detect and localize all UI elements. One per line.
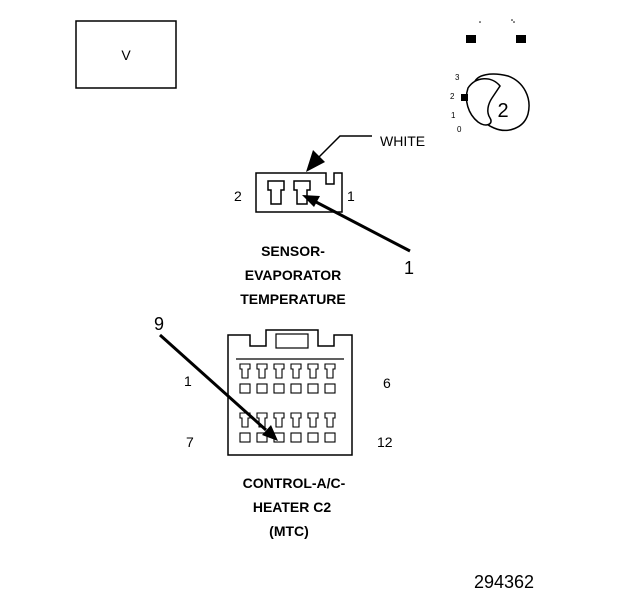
terminal-4 (290, 363, 302, 379)
orientation-tick-2: 2 (450, 92, 455, 101)
white-wire-leader: WHITE (306, 133, 425, 172)
sensor-connector: 2 1 (234, 172, 355, 213)
orientation-tick-3: 3 (455, 73, 460, 82)
socket-1 (239, 383, 251, 394)
control-title-line-1: CONTROL-A/C- (243, 475, 346, 491)
sensor-pin-2: 2 (234, 188, 242, 204)
terminal-10 (290, 412, 302, 428)
wire-color-label: WHITE (380, 133, 425, 149)
callout-9-leader: 9 (154, 314, 278, 441)
figure-number: 294362 (474, 572, 534, 592)
terminal-8 (256, 412, 268, 428)
view-label: V (121, 47, 131, 63)
control-title-line-3: (MTC) (269, 523, 309, 539)
view-indicator-box: V (75, 20, 177, 89)
sensor-pin-1: 1 (347, 188, 355, 204)
terminal-2 (256, 363, 268, 379)
sensor-title: SENSOR- EVAPORATOR TEMPERATURE (240, 243, 346, 307)
socket-5 (307, 383, 319, 394)
orientation-tick-0: 0 (457, 125, 462, 134)
socket-7 (239, 432, 251, 443)
control-pin-6: 6 (383, 375, 391, 391)
callout-9: 9 (154, 314, 164, 334)
socket-12 (324, 432, 336, 443)
sensor-title-line-3: TEMPERATURE (240, 291, 346, 307)
control-title-line-2: HEATER C2 (253, 499, 332, 515)
terminal-9 (273, 412, 285, 428)
terminal-5 (307, 363, 319, 379)
orientation-tick-1: 1 (451, 111, 456, 120)
socket-11 (307, 432, 319, 443)
terminal-1 (239, 363, 251, 379)
terminal-3 (273, 363, 285, 379)
callout-1-leader: 1 (302, 195, 414, 278)
control-connector: 1 6 7 12 (184, 329, 393, 456)
socket-2 (256, 383, 268, 394)
sensor-title-line-2: EVAPORATOR (245, 267, 341, 283)
socket-6 (324, 383, 336, 394)
terminal-11 (307, 412, 319, 428)
socket-10 (290, 432, 302, 443)
control-pin-12: 12 (377, 434, 393, 450)
sensor-title-line-1: SENSOR- (261, 243, 325, 259)
orientation-icon: 2 3 2 1 0 (450, 19, 530, 134)
terminal-6 (324, 363, 336, 379)
socket-8 (256, 432, 268, 443)
terminal-12 (324, 412, 336, 428)
orientation-label: 2 (497, 100, 508, 122)
control-pin-cavities (239, 363, 336, 443)
control-title: CONTROL-A/C- HEATER C2 (MTC) (243, 475, 346, 539)
socket-3 (273, 383, 285, 394)
socket-4 (290, 383, 302, 394)
callout-1: 1 (404, 258, 414, 278)
control-pin-7: 7 (186, 434, 194, 450)
control-pin-1: 1 (184, 373, 192, 389)
